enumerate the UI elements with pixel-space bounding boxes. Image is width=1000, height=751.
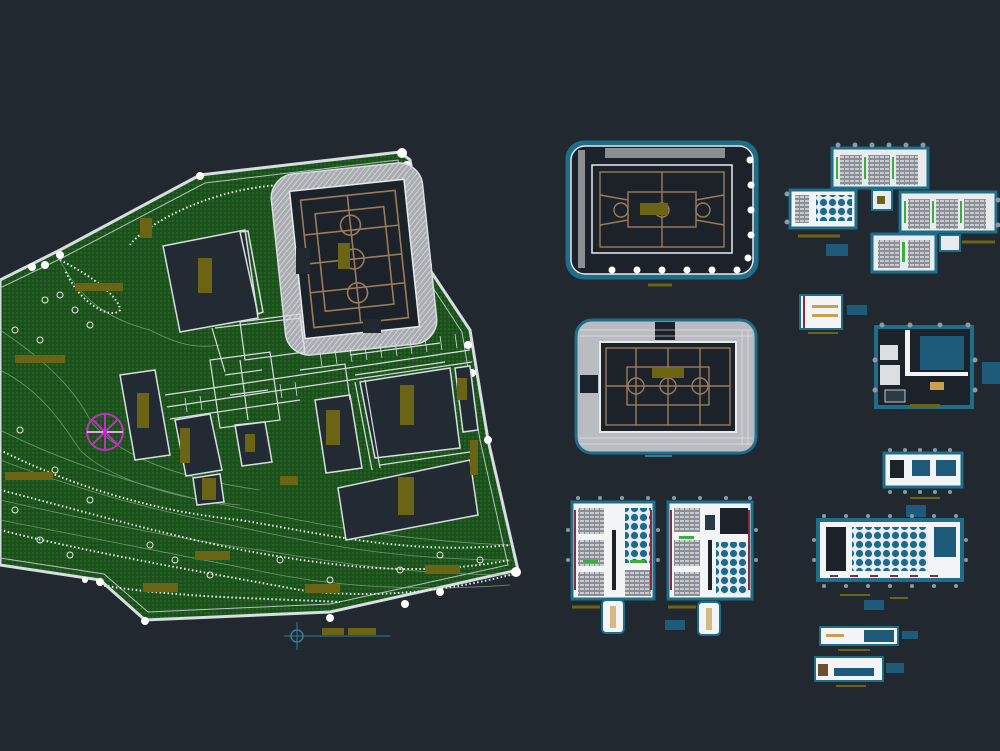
tree-rows [0,184,511,603]
building-labels [5,218,478,593]
boundary-posts [28,148,521,625]
site-plan[interactable] [0,148,521,650]
covered-court-plan[interactable] [565,140,759,287]
block-bottom[interactable] [870,232,938,274]
service-module-2[interactable] [814,656,904,687]
admin-building-plan[interactable] [872,322,1000,409]
label-block [338,243,350,269]
block-left[interactable] [788,188,858,230]
dining-hall-plan[interactable] [812,514,968,610]
roundabout-symbol-icon [86,413,124,451]
walkway-grid [164,313,473,471]
block-top[interactable] [830,146,930,190]
lab-block[interactable] [882,448,964,517]
stadium-court-plan[interactable] [574,318,758,457]
trees [11,291,484,584]
walkway-ticks [184,333,458,413]
block-right[interactable] [898,190,998,234]
classroom-plan-right[interactable] [665,500,754,636]
classroom-plan-left[interactable] [570,500,656,634]
classroom-blocks[interactable] [784,142,1000,274]
site-plan-title [284,622,390,650]
small-module[interactable] [799,294,867,334]
service-module-1[interactable] [819,626,918,651]
stadium[interactable] [269,161,439,358]
grid-markers [784,142,1000,228]
column-markers [608,156,755,274]
classroom-plan-pair[interactable] [566,496,758,636]
